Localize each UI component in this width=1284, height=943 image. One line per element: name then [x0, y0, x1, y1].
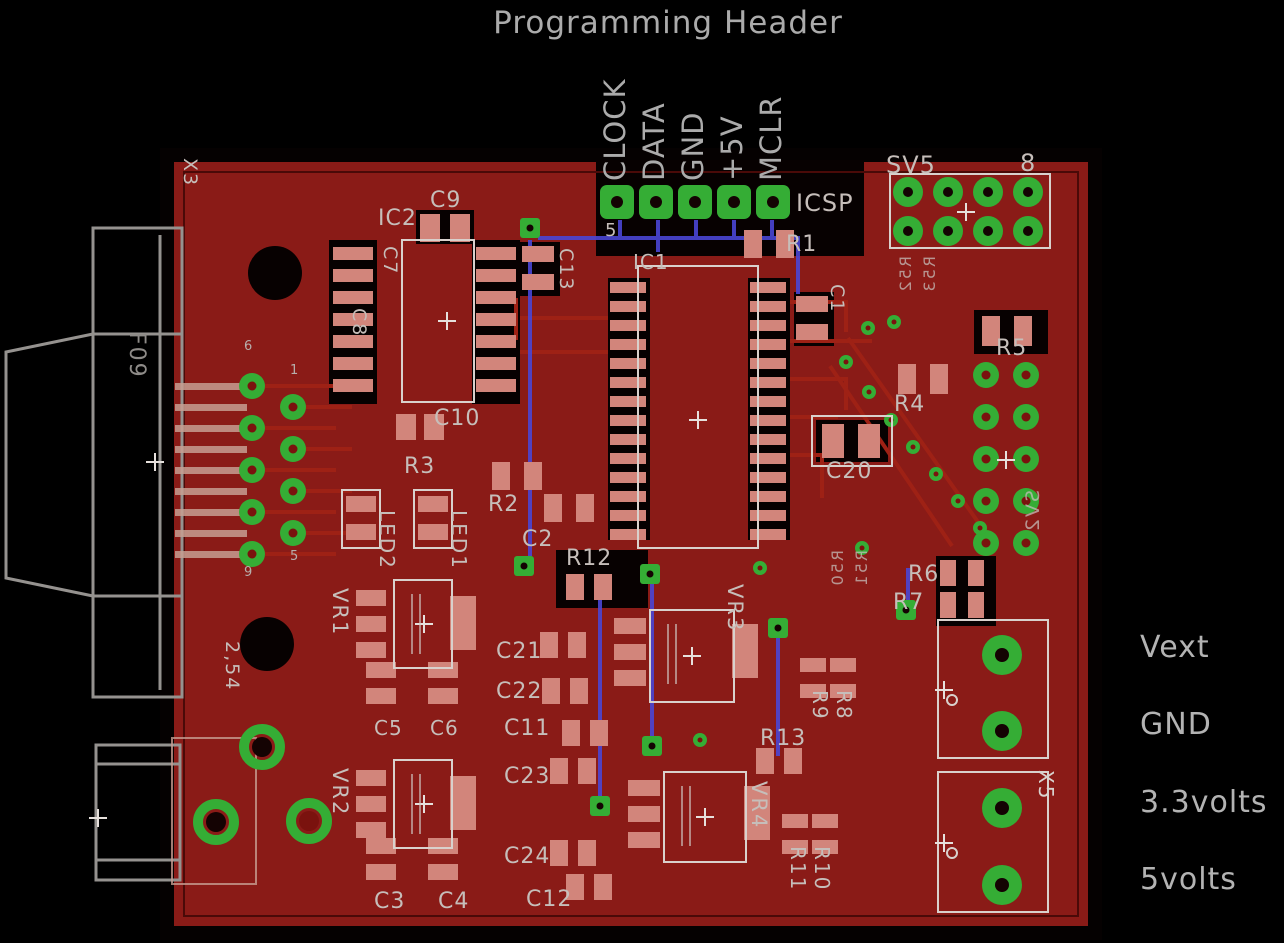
refdes-r11: R11	[786, 846, 810, 892]
refdes-sv5: SV5	[886, 151, 936, 179]
refdes-c13: C13	[555, 248, 577, 292]
db9-pin-number-6: 6	[244, 339, 253, 354]
refdes-f09: F09	[124, 332, 149, 379]
page-title: Programming Header	[493, 5, 843, 41]
regulator-body-marks	[411, 594, 691, 846]
refdes-r1: R1	[786, 232, 818, 257]
copper-traces-bottom	[528, 220, 910, 798]
refdes-r50: R50	[828, 550, 847, 588]
refdes-r4: R4	[894, 392, 926, 417]
refdes-ic1: IC1	[633, 250, 669, 274]
pin-label-5v: +5V	[715, 115, 749, 181]
pin-label-mclr: MCLR	[754, 95, 788, 181]
power-label-gnd: GND	[1140, 707, 1212, 742]
refdes-c8: C8	[348, 308, 370, 338]
refdes-c7: C7	[379, 246, 401, 276]
db9-pin-number-9: 9	[244, 565, 253, 580]
refdes-r6: R6	[908, 562, 940, 587]
pin-label-gnd: GND	[676, 111, 710, 182]
refdes-c9: C9	[430, 188, 462, 213]
pin-label-data: DATA	[637, 102, 671, 181]
pin-label-clock: CLOCK	[598, 78, 632, 181]
refdes-c20: C20	[826, 459, 873, 484]
power-label-5v: 5volts	[1140, 862, 1237, 897]
refdes-c3: C3	[374, 889, 406, 914]
refdes-r9: R9	[808, 690, 832, 721]
refdes-r7: R7	[893, 590, 925, 615]
jack-courtyard	[171, 737, 257, 885]
refdes-r52: R52	[896, 256, 915, 294]
power-label-vext: Vext	[1140, 630, 1210, 665]
refdes-r3: R3	[404, 454, 436, 479]
refdes-r8: R8	[832, 690, 856, 721]
refdes-r13: R13	[760, 726, 807, 751]
refdes-vr1: VR1	[328, 588, 352, 637]
pad-drill-holes	[206, 187, 1033, 892]
refdes-c24: C24	[504, 844, 551, 869]
refdes-r5: R5	[996, 336, 1028, 361]
copper-traces-top	[265, 298, 980, 556]
refdes-c2: C2	[522, 527, 554, 552]
db9-pin-bars	[175, 383, 247, 558]
refdes-r10: R10	[810, 846, 834, 892]
db9-pin-number-1: 1	[290, 363, 299, 378]
icsp-label: ICSP	[796, 189, 854, 217]
refdes-x5: X5	[1034, 770, 1058, 801]
refdes-sv2: SV2	[1022, 490, 1044, 534]
origin-crosses	[89, 203, 1015, 852]
refdes-ic2: IC2	[378, 206, 417, 231]
refdes-c1: C1	[826, 284, 848, 314]
power-label-3v3: 3.3volts	[1140, 785, 1268, 820]
db9-pin-number-5: 5	[290, 549, 299, 564]
sv5-pin8-number: 8	[1020, 149, 1037, 177]
refdes-r2: R2	[488, 492, 520, 517]
refdes-x3: X3	[179, 158, 201, 188]
refdes-vr4: VR4	[747, 781, 771, 830]
header-pin5-number: 5	[605, 220, 618, 241]
refdes-c22: C22	[496, 679, 543, 704]
refdes-c12: C12	[526, 887, 573, 912]
refdes-r53: R53	[920, 256, 939, 294]
refdes-vr2: VR2	[328, 768, 352, 817]
refdes-led1: LED1	[447, 510, 471, 570]
pitch-label-2-54: 2,54	[221, 641, 243, 692]
refdes-c6: C6	[430, 716, 459, 740]
power-jack-silhouette	[94, 743, 182, 882]
refdes-c4: C4	[438, 889, 470, 914]
board-inner-frame	[183, 171, 1079, 917]
red-drill-holes	[247, 319, 1031, 831]
refdes-r51: R51	[852, 550, 871, 588]
smd-pads	[333, 214, 1032, 900]
refdes-c5: C5	[374, 716, 403, 740]
refdes-c23: C23	[504, 764, 551, 789]
refdes-c21: C21	[496, 639, 543, 664]
refdes-led2: LED2	[375, 510, 399, 570]
refdes-c10: C10	[434, 406, 481, 431]
refdes-r12: R12	[566, 546, 613, 571]
mounting-rings	[193, 724, 332, 845]
refdes-c11: C11	[504, 716, 551, 741]
refdes-vr3: VR3	[723, 584, 747, 633]
